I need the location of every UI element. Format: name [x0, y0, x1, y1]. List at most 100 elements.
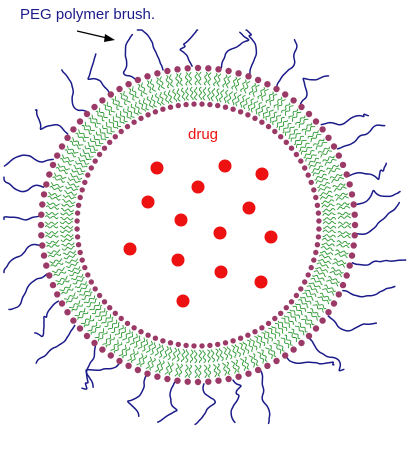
- lipid-tail: [268, 327, 277, 340]
- lipid-tail: [104, 316, 114, 328]
- lipid-tail: [69, 173, 83, 180]
- lipid-head: [330, 300, 338, 307]
- lipid-head: [145, 332, 151, 338]
- lipid-tail: [69, 300, 81, 309]
- lipid-tail: [138, 99, 146, 112]
- lipid-tail: [294, 325, 305, 336]
- lipid-tail: [291, 328, 301, 340]
- lipid-tail: [269, 93, 278, 106]
- lipid-tail: [171, 347, 178, 361]
- lipid-tail: [212, 363, 218, 378]
- lipid-tail: [47, 249, 61, 255]
- lipid-tail: [62, 198, 76, 205]
- lipid-tail: [158, 344, 165, 358]
- lipid-head: [194, 378, 202, 386]
- drug-molecule: [214, 265, 228, 279]
- lipid-tail: [83, 318, 95, 328]
- lipid-tail: [111, 321, 120, 333]
- lipid-head: [49, 281, 57, 289]
- lipid-tail: [175, 73, 180, 87]
- lipid-head: [330, 143, 338, 150]
- lipid-tail: [95, 110, 105, 122]
- lipid-head: [205, 65, 212, 72]
- lipid-tail: [114, 96, 123, 108]
- lipid-head: [265, 320, 272, 327]
- lipid-tail: [252, 84, 260, 97]
- lipid-tail: [81, 125, 92, 135]
- lipid-tail: [234, 344, 241, 357]
- lipid-head: [314, 202, 321, 208]
- lipid-tail: [197, 71, 202, 86]
- lipid-tail: [210, 349, 215, 363]
- lipid-tail: [298, 118, 309, 129]
- lipid-head: [351, 221, 359, 229]
- lipid-head: [305, 332, 313, 340]
- lipid-tail: [257, 86, 266, 99]
- lipid-head: [311, 187, 317, 193]
- lipid-tail: [292, 305, 304, 316]
- lipid-tail: [60, 237, 74, 242]
- lipid-tail: [222, 362, 228, 376]
- lipid-tail: [226, 361, 231, 376]
- lipid-tail: [322, 288, 335, 296]
- lipid-tail: [82, 149, 94, 158]
- lipid-head: [346, 181, 353, 188]
- lipid-tail: [115, 113, 125, 125]
- lipid-tail: [257, 351, 265, 364]
- lipid-tail: [84, 121, 95, 131]
- lipid-tail: [193, 349, 198, 364]
- lipid-tail: [167, 89, 173, 103]
- lipid-tail: [308, 282, 321, 290]
- lipid-tail: [86, 298, 98, 308]
- lipid-tail: [62, 250, 76, 256]
- lipid-tail: [102, 334, 112, 345]
- lipid-head: [92, 286, 98, 292]
- peg-chain: [3, 215, 40, 221]
- lipid-tail: [222, 74, 228, 88]
- lipid-tail: [316, 262, 330, 269]
- lipid-tail: [168, 362, 174, 376]
- lipid-tail: [77, 311, 89, 320]
- lipid-tail: [92, 134, 104, 145]
- lipid-tail: [90, 325, 101, 335]
- lipid-tail: [79, 153, 92, 161]
- lipid-head: [76, 118, 84, 125]
- lipid-head: [118, 315, 124, 322]
- lipid-head: [308, 179, 314, 186]
- lipid-head: [205, 378, 212, 385]
- lipid-tail: [335, 249, 349, 255]
- drug-molecule: [171, 253, 185, 267]
- lipid-head: [116, 357, 123, 365]
- lipid-head: [43, 262, 50, 269]
- lipid-tail: [61, 154, 74, 162]
- lipid-tail: [276, 117, 285, 129]
- lipid-tail: [329, 270, 343, 278]
- lipid-head: [112, 134, 119, 140]
- lipid-tail: [334, 192, 349, 197]
- lipid-head: [315, 234, 322, 240]
- lipid-head: [315, 210, 322, 216]
- lipid-tail: [114, 324, 124, 336]
- lipid-head: [245, 332, 251, 338]
- lipid-tail: [299, 296, 312, 305]
- lipid-tail: [50, 182, 64, 189]
- lipid-tail: [246, 339, 254, 353]
- peg-chain: [3, 176, 45, 193]
- lipid-tail: [254, 336, 261, 349]
- lipid-tail: [248, 82, 257, 96]
- lipid-tail: [337, 230, 352, 235]
- lipid-head: [346, 262, 353, 269]
- lipid-tail: [193, 86, 198, 101]
- peg-chain: [194, 383, 216, 426]
- lipid-head: [235, 70, 242, 77]
- lipid-tail: [105, 121, 115, 133]
- lipid-head: [164, 375, 171, 383]
- lipid-head: [112, 310, 119, 316]
- lipid-tail: [231, 360, 237, 374]
- lipid-tail: [133, 335, 141, 348]
- lipid-tail: [243, 96, 250, 110]
- peg-chain: [8, 273, 48, 311]
- lipid-tail: [154, 343, 161, 357]
- lipid-head: [160, 338, 166, 344]
- lipid-tail: [255, 102, 263, 115]
